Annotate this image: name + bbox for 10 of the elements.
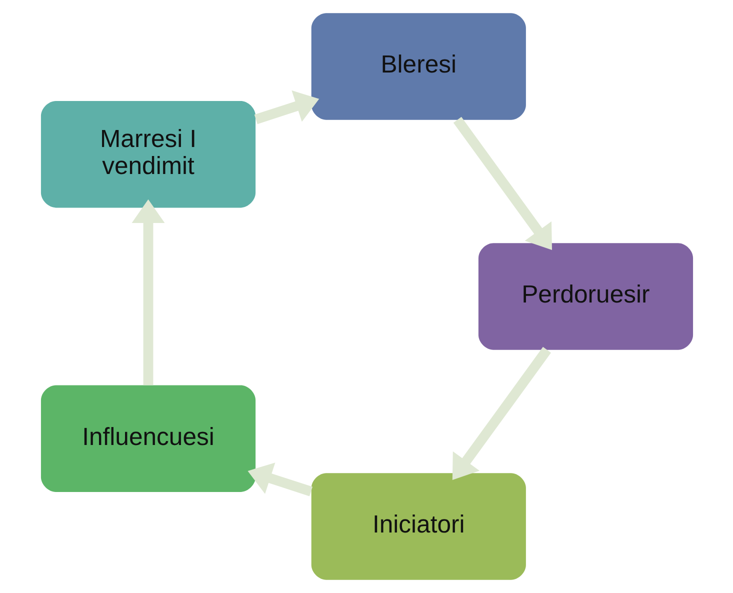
node-box: Marresi I vendimit <box>40 101 256 208</box>
arrow <box>131 199 164 386</box>
arrow <box>452 346 550 480</box>
arrow <box>254 90 319 124</box>
arrow <box>247 462 312 496</box>
node-box: Iniciatori <box>310 473 526 580</box>
node-box: Perdoruesir <box>478 243 693 350</box>
node-box: Bleresi <box>310 13 526 120</box>
arrow <box>452 116 552 250</box>
node-box: Influencuesi <box>40 385 256 492</box>
